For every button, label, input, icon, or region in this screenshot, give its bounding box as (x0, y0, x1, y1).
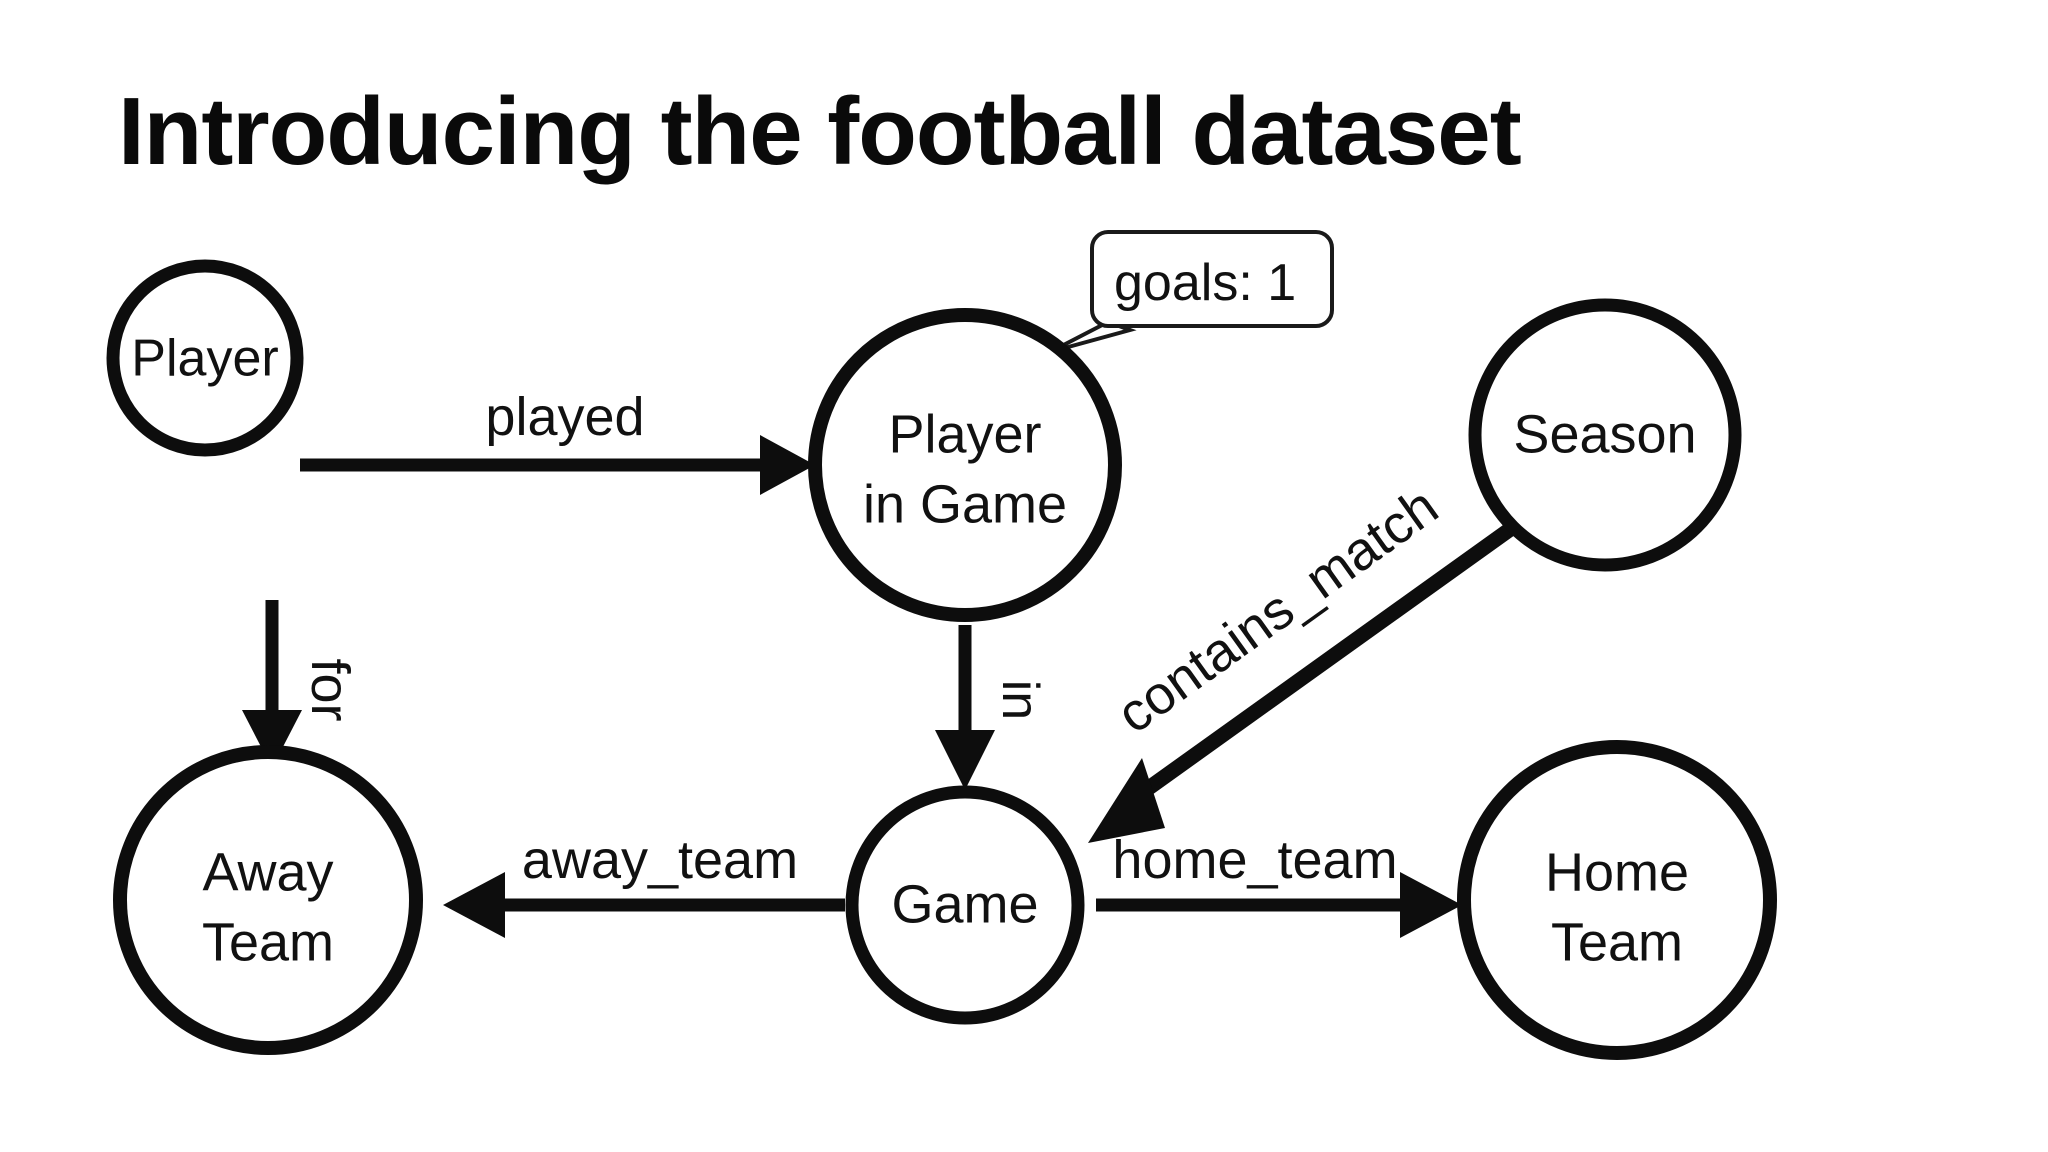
node-game[interactable]: Game (845, 785, 1085, 1025)
edge-home-team-label: home_team (1112, 830, 1397, 890)
edge-for-arrowhead (242, 710, 302, 768)
node-player-label: Player (131, 330, 278, 388)
edge-for[interactable]: for (242, 600, 360, 768)
edge-for-label: for (300, 658, 360, 721)
goals-callout-box (1090, 230, 1334, 328)
edge-played-arrowhead (760, 435, 815, 495)
node-player[interactable]: Player (106, 259, 304, 457)
node-home-team-label-line1: Home (1545, 842, 1689, 902)
node-away-team-circle (113, 745, 423, 1055)
edge-in[interactable]: in (935, 625, 1049, 790)
node-season-circle (1468, 298, 1742, 572)
page-title: Introducing the football dataset (118, 78, 1522, 185)
edge-in-arrowhead (935, 730, 995, 790)
node-home-team[interactable]: Home Team (1457, 740, 1777, 1060)
node-home-team-circle (1457, 740, 1777, 1060)
edge-played-label: played (485, 387, 644, 447)
goals-callout-text: goals: 1 (1114, 254, 1296, 312)
node-game-label: Game (891, 874, 1038, 934)
edge-contains-match-line (1120, 518, 1521, 812)
node-player-in-game-label-line1: Player (888, 404, 1041, 464)
edge-contains-match-arrowhead (1088, 758, 1165, 843)
edge-away-team-arrowhead (443, 872, 505, 938)
node-player-circle (106, 259, 304, 457)
node-player-in-game[interactable]: Player in Game (808, 308, 1122, 622)
node-game-circle (845, 785, 1085, 1025)
node-season[interactable]: Season (1468, 298, 1742, 572)
edge-away-team[interactable]: away_team (443, 830, 845, 938)
node-away-team-label-line2: Team (202, 912, 334, 972)
node-season-label: Season (1513, 404, 1696, 464)
edge-home-team-arrowhead (1400, 872, 1462, 938)
edge-away-team-label: away_team (522, 830, 798, 890)
edge-played[interactable]: played (300, 387, 815, 495)
node-player-in-game-circle (808, 308, 1122, 622)
edge-home-team[interactable]: home_team (1096, 830, 1462, 938)
node-home-team-label-line2: Team (1551, 912, 1683, 972)
node-player-in-game-label-line2: in Game (863, 474, 1067, 534)
goals-callout[interactable]: goals: 1 (1049, 230, 1334, 354)
edge-contains-match[interactable]: contains_match (1088, 476, 1521, 843)
node-away-team[interactable]: Away Team (113, 745, 423, 1055)
node-away-team-label-line1: Away (202, 842, 333, 902)
edge-in-label: in (991, 680, 1049, 720)
